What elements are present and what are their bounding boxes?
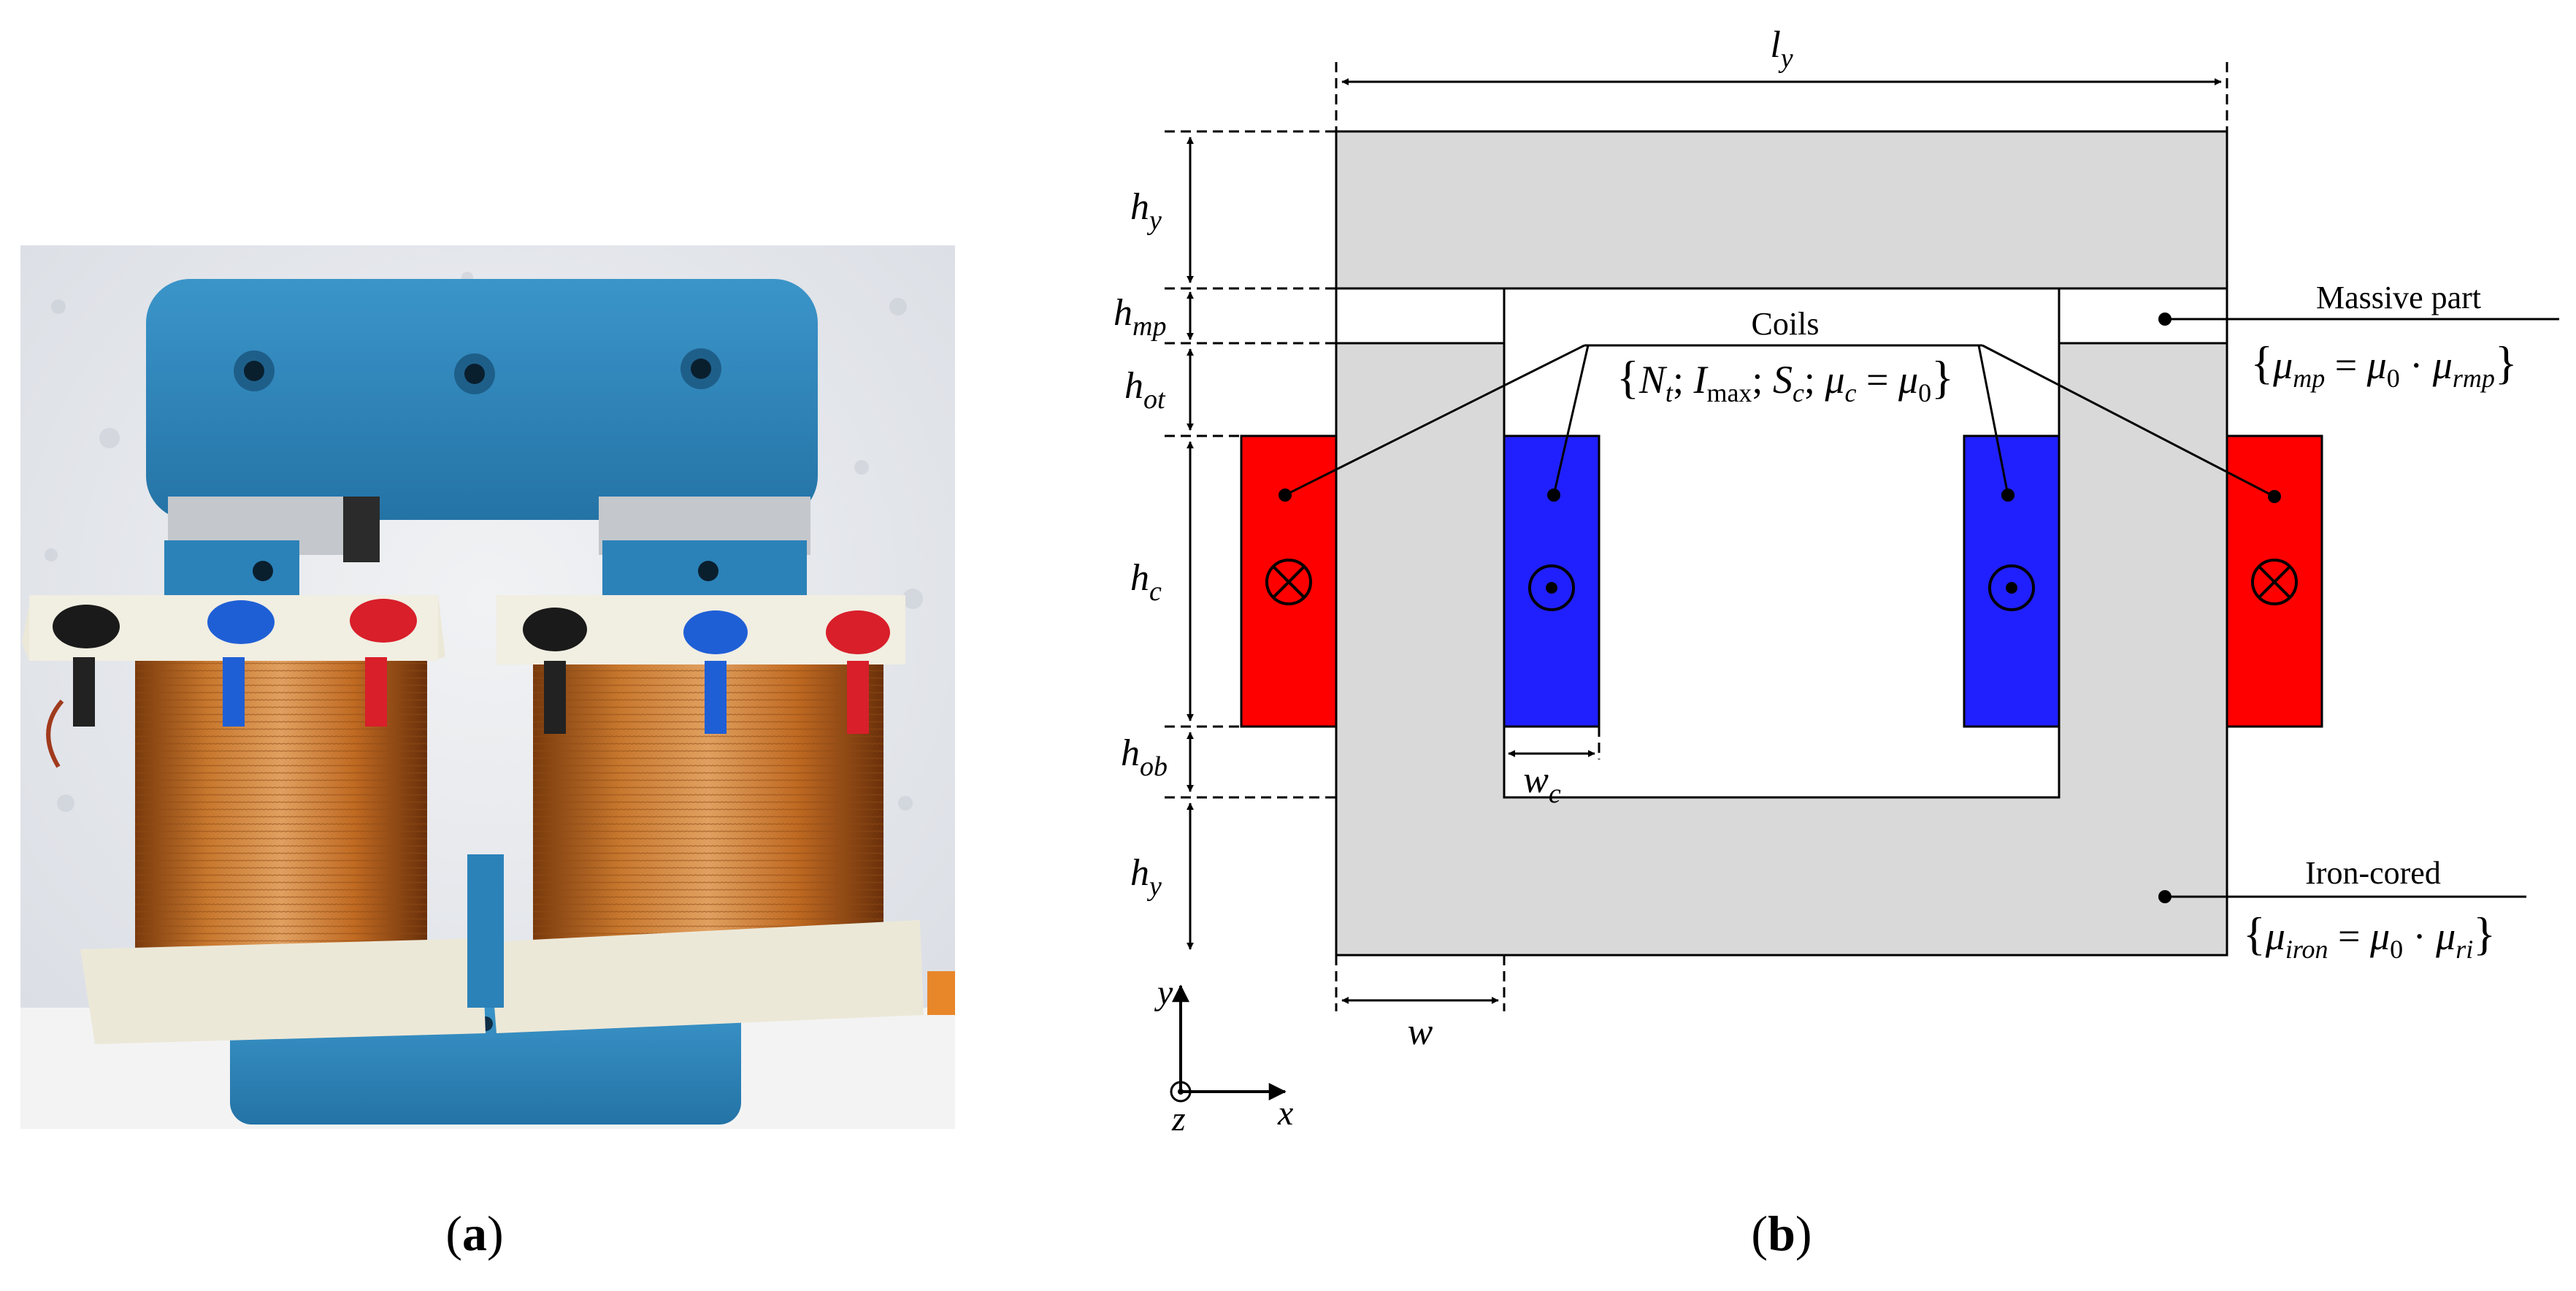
label-hy-bottom: hy	[1130, 852, 1162, 902]
photo-leg-right-hole	[698, 561, 718, 581]
photo-orange-edge	[927, 971, 955, 1015]
current-out-of-page-icon	[1988, 564, 2035, 611]
coil-dot	[1279, 489, 1292, 502]
coordinate-axes	[1170, 984, 1287, 1103]
iron-cored-title: Iron-cored	[2305, 855, 2441, 891]
label-ly: ly	[1770, 24, 1793, 74]
photo-lamination-left-dark	[343, 497, 380, 562]
current-into-page-icon	[1265, 559, 1312, 605]
photo-top-yoke	[146, 279, 818, 520]
dimension-arrows	[1187, 78, 2222, 1004]
current-out-of-page-icon	[1528, 564, 1575, 611]
photo-bobbin-left-bottom	[80, 938, 486, 1044]
iron-core-body	[1335, 342, 2228, 957]
coil-leader-lines	[1284, 344, 2275, 498]
axis-y-label: y	[1154, 973, 1173, 1012]
dimension-extension-lines	[1165, 62, 2228, 1011]
iron-cored-dot	[2158, 890, 2171, 903]
photo-top-hole-right-inner	[691, 359, 711, 379]
axis-x-label: x	[1277, 1094, 1293, 1133]
massive-part-title: Massive part	[2316, 280, 2481, 315]
massive-part-outline	[1335, 288, 2228, 343]
current-into-page-icon	[2251, 559, 2298, 605]
axis-z-origin-icon	[1170, 1081, 1192, 1103]
label-hc: hc	[1130, 557, 1162, 607]
photo-plug-left-red	[365, 657, 387, 727]
photo-top-hole-mid-inner	[464, 364, 485, 384]
photo-top-hole-left-inner	[244, 361, 264, 381]
panel-a-photo	[20, 245, 955, 1129]
caption-a: (a)	[445, 1206, 503, 1261]
photo-terminal-left-blue	[207, 600, 275, 644]
photo-coil-right	[489, 595, 924, 1033]
iron-cored-params: {μiron = μ0 · μri}	[2243, 908, 2496, 964]
coil-inner-left	[1503, 434, 1601, 728]
coils-params: {Nt; Imax; Sc; μc = μ0}	[1617, 351, 1954, 407]
label-hob: hob	[1121, 732, 1168, 782]
photo-terminal-right-red	[826, 610, 890, 654]
photo-plug-right-blue	[705, 661, 727, 734]
photo-terminal-left-black	[53, 605, 120, 648]
photo-plug-right-black	[544, 661, 566, 734]
photo-bobbin-right-bottom	[489, 920, 924, 1033]
label-w: w	[1408, 1011, 1433, 1053]
wall-texture	[45, 272, 923, 812]
label-hot: hot	[1124, 365, 1166, 415]
photo-coil-left	[22, 595, 486, 1044]
panel-b-diagram: ly hy hmp hot hc hob hy w wc Coils {Nt; …	[1113, 24, 2559, 1138]
top-yoke	[1335, 130, 2228, 290]
coil-inner-right	[1963, 434, 2061, 728]
coils-title: Coils	[1752, 306, 1820, 342]
photo-center-post	[467, 854, 504, 1008]
massive-part-dot	[2158, 313, 2171, 326]
label-hy-top: hy	[1130, 186, 1162, 236]
photo-leg-left	[164, 540, 299, 599]
caption-b: (b)	[1751, 1206, 1812, 1261]
axis-z-origin-dot	[1178, 1089, 1184, 1095]
photo-leg-left-hole	[253, 561, 273, 581]
label-hmp: hmp	[1113, 292, 1166, 342]
photo-terminal-left-red	[350, 599, 417, 643]
photo-terminal-right-blue	[683, 610, 748, 654]
label-wc: wc	[1523, 759, 1561, 809]
massive-part-params: {μmp = μ0 · μrmp}	[2250, 337, 2517, 393]
coil-dot	[2001, 489, 2015, 502]
photo-terminal-right-black	[523, 608, 587, 651]
photo-plug-right-red	[847, 661, 869, 734]
photo-wire-left	[46, 700, 64, 768]
photo-plug-left-black	[73, 657, 95, 727]
coil-dot	[2268, 490, 2281, 503]
axis-z-label: z	[1171, 1100, 1186, 1138]
coil-dot	[1547, 489, 1560, 502]
photo-plug-left-blue	[223, 657, 245, 727]
